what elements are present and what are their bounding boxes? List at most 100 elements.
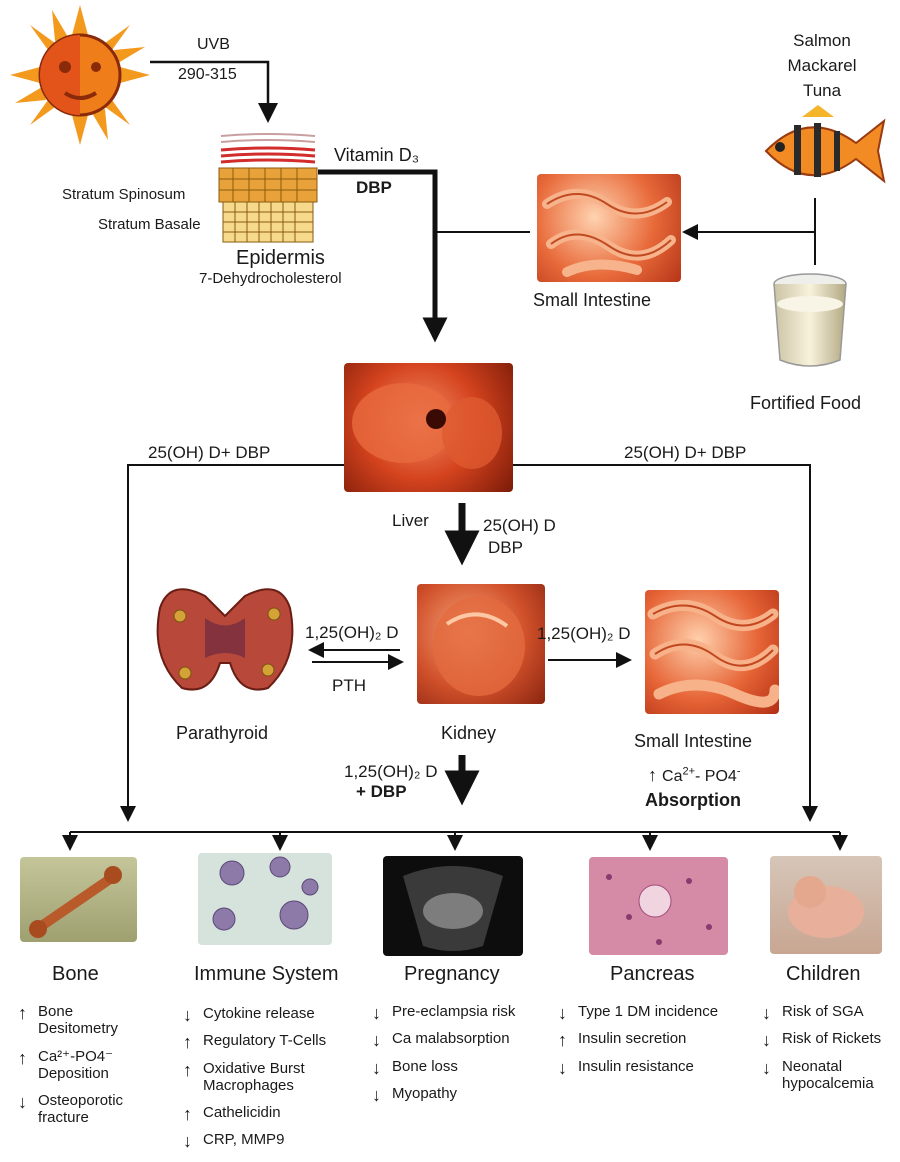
pregnancy-effect-item: ↓Ca malabsorption	[372, 1030, 552, 1047]
fish-item-salmon: Salmon	[782, 28, 862, 53]
pancreas-effect-text: Type 1 DM incidence	[578, 1003, 718, 1020]
immune-effect-text: Oxidative Burst Macrophages	[203, 1060, 305, 1094]
children-effect-text: Risk of SGA	[782, 1003, 864, 1020]
bone-effect-item: ↑ Ca²⁺-PO4⁻ Deposition	[18, 1048, 153, 1083]
immune-cells-photo	[198, 853, 332, 945]
pancreas-effect-item: ↓Insulin resistance	[558, 1058, 753, 1075]
kidney-out-label-2: + DBP	[356, 782, 407, 802]
immune-effects-list: ↓Cytokine release↑Regulatory T-Cells↑Oxi…	[183, 1005, 373, 1159]
arrow-down-icon: ↓	[18, 1092, 27, 1113]
bone-photo	[20, 857, 137, 942]
children-effect-text: Neonatal hypocalcemia	[782, 1058, 874, 1092]
arrow-down-icon: ↓	[372, 1058, 381, 1079]
ca-po4-label: ↑ Ca2+- PO4-	[648, 765, 740, 786]
pancreas-effect-item: ↓Type 1 DM incidence	[558, 1003, 753, 1020]
pregnancy-title: Pregnancy	[404, 963, 500, 986]
liver-to-kidney-label-2: DBP	[488, 538, 523, 558]
absorption-label: Absorption	[645, 790, 741, 811]
arrow-down-icon: ↓	[183, 1131, 192, 1152]
liver-to-kidney-label-1: 25(OH) D	[483, 516, 556, 536]
children-effect-item: ↓ Neonatal hypocalcemia	[762, 1058, 900, 1093]
pancreas-histology-photo	[589, 857, 728, 955]
parathyroid-illustration	[150, 578, 300, 698]
ultrasound-photo	[383, 856, 523, 956]
immune-title: Immune System	[194, 963, 338, 986]
immune-effect-text: Regulatory T-Cells	[203, 1032, 326, 1049]
immune-effect-item: ↑ Oxidative Burst Macrophages	[183, 1060, 373, 1095]
immune-effect-item: ↑Cathelicidin	[183, 1104, 373, 1121]
pancreas-effects-list: ↓Type 1 DM incidence↑Insulin secretion↓I…	[558, 1003, 753, 1085]
arrow-down-icon: ↓	[372, 1003, 381, 1024]
fish-item-mackarel: Mackarel	[782, 53, 862, 78]
bone-title: Bone	[52, 963, 99, 986]
small-intestine-photo-bottom	[645, 590, 779, 714]
immune-effect-text: Cytokine release	[203, 1005, 315, 1022]
to-parathyroid-label: 1,25(OH)₂ D	[305, 623, 399, 643]
parathyroid-label: Parathyroid	[176, 723, 268, 744]
right-branch-label: 25(OH) D+ DBP	[624, 443, 746, 463]
liver-photo	[344, 363, 513, 492]
children-effect-item: ↓Risk of Rickets	[762, 1030, 900, 1047]
pregnancy-effect-text: Bone loss	[392, 1058, 458, 1075]
arrow-up-icon: ↑	[183, 1032, 192, 1053]
fish-icon	[748, 103, 888, 198]
arrow-down-icon: ↓	[558, 1003, 567, 1024]
small-intestine-bottom-label: Small Intestine	[634, 731, 752, 752]
small-intestine-photo-top	[537, 174, 681, 282]
kidney-label: Kidney	[441, 723, 496, 744]
stratum-basale-label: Stratum Basale	[98, 216, 201, 233]
epidermis-illustration	[213, 132, 323, 252]
uvb-label: UVB	[197, 36, 230, 54]
pregnancy-effect-text: Myopathy	[392, 1085, 457, 1102]
liver-label: Liver	[392, 511, 429, 531]
children-effects-list: ↓Risk of SGA↓Risk of Rickets↓Neonatal hy…	[762, 1003, 900, 1102]
small-intestine-top-label: Small Intestine	[533, 290, 651, 311]
fish-sources: Salmon Mackarel Tuna	[782, 28, 862, 103]
bone-effects-list: ↑ Bone Desitometry ↑ Ca²⁺-PO4⁻ Deposition ↓ O…	[18, 1003, 153, 1137]
pancreas-effect-text: Insulin resistance	[578, 1058, 694, 1075]
immune-effect-text: CRP, MMP9	[203, 1131, 284, 1148]
immune-effect-item: ↓Cytokine release	[183, 1005, 373, 1022]
pregnancy-effect-item: ↓Pre-eclampsia risk	[372, 1003, 552, 1020]
milk-glass-icon	[770, 272, 850, 372]
children-effect-text: Risk of Rickets	[782, 1030, 881, 1047]
fortified-food-label: Fortified Food	[750, 393, 861, 414]
arrow-down-icon: ↓	[372, 1085, 381, 1106]
arrow-up-icon: ↑	[18, 1048, 27, 1069]
pancreas-effect-text: Insulin secretion	[578, 1030, 686, 1047]
bone-effect-text: Ca²⁺-PO4⁻ Deposition	[38, 1048, 113, 1082]
arrow-down-icon: ↓	[183, 1005, 192, 1026]
kidney-photo	[417, 584, 545, 704]
arrow-down-icon: ↓	[762, 1003, 771, 1024]
pancreas-effect-item: ↑Insulin secretion	[558, 1030, 753, 1047]
fish-item-tuna: Tuna	[782, 78, 862, 103]
arrow-down-icon: ↓	[372, 1030, 381, 1051]
arrow-up-icon: ↑	[558, 1030, 567, 1051]
to-intestine-label: 1,25(OH)₂ D	[537, 624, 631, 644]
children-effect-item: ↓Risk of SGA	[762, 1003, 900, 1020]
pregnancy-effect-item: ↓Myopathy	[372, 1085, 552, 1102]
pregnancy-effect-text: Ca malabsorption	[392, 1030, 510, 1047]
immune-effect-item: ↓CRP, MMP9	[183, 1131, 373, 1148]
kidney-out-label-1: 1,25(OH)₂ D	[344, 762, 438, 782]
dbp-label: DBP	[356, 178, 392, 198]
precursor-label: 7-Dehydrocholesterol	[199, 270, 342, 287]
bone-effect-item: ↑ Bone Desitometry	[18, 1003, 153, 1038]
epidermis-label: Epidermis	[236, 247, 325, 270]
uvb-range: 290-315	[178, 66, 237, 84]
bone-effect-text: Bone Desitometry	[38, 1003, 118, 1037]
arrow-up-icon: ↑	[183, 1060, 192, 1081]
stratum-spinosum-label: Stratum Spinosum	[62, 186, 185, 203]
arrow-down-icon: ↓	[762, 1058, 771, 1079]
pregnancy-effects-list: ↓Pre-eclampsia risk↓Ca malabsorption↓Bon…	[372, 1003, 552, 1112]
arrow-down-icon: ↓	[762, 1030, 771, 1051]
sun-icon	[10, 5, 150, 145]
vitamin-d3-label: Vitamin D₃	[334, 145, 419, 166]
bone-effect-text: Osteoporotic fracture	[38, 1092, 123, 1126]
pregnancy-effect-text: Pre-eclampsia risk	[392, 1003, 515, 1020]
arrow-down-icon: ↓	[558, 1058, 567, 1079]
immune-effect-text: Cathelicidin	[203, 1104, 281, 1121]
arrow-up-icon: ↑	[183, 1104, 192, 1125]
arrow-up-icon: ↑	[18, 1003, 27, 1024]
pth-label: PTH	[332, 676, 366, 696]
